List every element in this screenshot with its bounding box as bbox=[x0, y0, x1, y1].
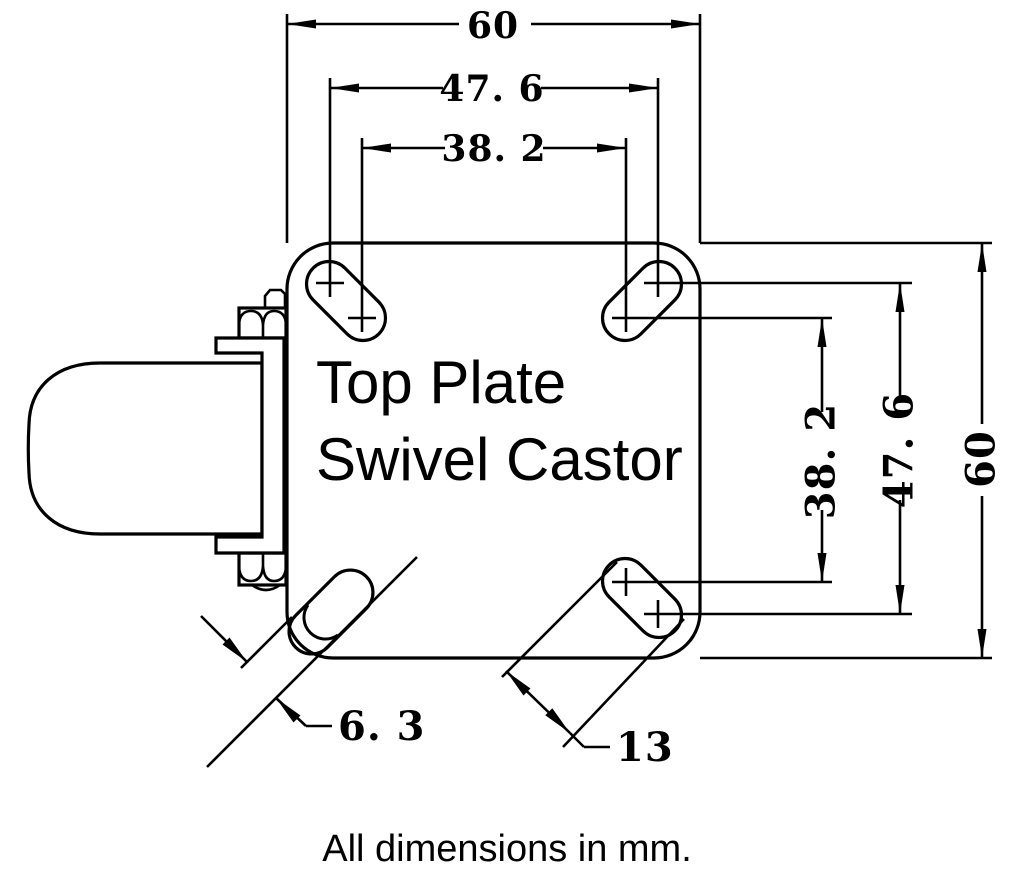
arrowhead bbox=[506, 671, 531, 696]
dim-label-outer-holes-v: 47. 6 bbox=[876, 392, 923, 508]
arrowhead bbox=[276, 698, 301, 723]
extension-line bbox=[501, 561, 618, 678]
dim-right-inner-holes: 38. 2 bbox=[798, 318, 845, 582]
dim-label-slot-length: 13 bbox=[616, 724, 674, 771]
extension-line bbox=[240, 616, 293, 669]
plate-top-view bbox=[285, 241, 702, 660]
arrowhead bbox=[977, 243, 987, 272]
arrowhead bbox=[977, 629, 987, 658]
dim-label-inner-holes-h: 38. 2 bbox=[441, 128, 546, 170]
castor-side-view bbox=[26, 288, 288, 592]
dim-top-outer-holes: 47. 6 bbox=[328, 68, 660, 297]
dim-top-plate-width: 60 bbox=[285, 5, 702, 243]
extension-line bbox=[206, 556, 418, 768]
wheel-side-view bbox=[26, 361, 264, 536]
arrowhead bbox=[817, 553, 827, 582]
dim-right-plate-height: 60 bbox=[700, 241, 1005, 660]
dim-label-inner-holes-v: 38. 2 bbox=[798, 403, 845, 519]
bottom-nut-facets bbox=[237, 553, 288, 583]
mounting-bracket bbox=[214, 336, 286, 555]
dim-slot-length: 13 bbox=[501, 561, 685, 771]
hole-center-marks bbox=[316, 281, 912, 628]
arrowhead bbox=[597, 143, 626, 153]
plate-outline bbox=[285, 241, 702, 660]
plate-label-line1: Top Plate bbox=[316, 349, 566, 416]
arrowhead bbox=[330, 83, 359, 93]
arrowhead bbox=[629, 83, 658, 93]
plate-label-line2: Swivel Castor bbox=[316, 426, 683, 493]
dim-label-plate-width: 60 bbox=[467, 5, 519, 47]
arrowhead bbox=[817, 318, 827, 347]
bottom-stud-tip bbox=[251, 583, 281, 592]
slot-bottom-left-inner-arc bbox=[302, 604, 339, 641]
arrowhead bbox=[895, 585, 905, 614]
extension-line bbox=[562, 618, 685, 748]
plate-label: Top Plate Swivel Castor bbox=[316, 349, 683, 493]
top-nut-facets bbox=[237, 309, 288, 338]
dim-top-inner-holes: 38. 2 bbox=[360, 128, 628, 332]
dim-slot-width: 6. 3 bbox=[200, 556, 426, 768]
footnote: All dimensions in mm. bbox=[322, 828, 692, 870]
dim-label-outer-holes-h: 47. 6 bbox=[439, 68, 544, 110]
top-stud-tip bbox=[263, 288, 287, 310]
arrowhead bbox=[362, 143, 391, 153]
arrowhead bbox=[545, 708, 570, 733]
arrowhead bbox=[895, 283, 905, 312]
arrowhead bbox=[671, 19, 700, 29]
arrowhead bbox=[222, 637, 247, 662]
leader-line bbox=[569, 732, 585, 748]
dim-right-outer-holes: 47. 6 bbox=[876, 283, 923, 614]
dim-label-plate-height: 60 bbox=[958, 430, 1005, 488]
dim-label-slot-width: 6. 3 bbox=[338, 703, 426, 750]
arrowhead bbox=[287, 19, 316, 29]
